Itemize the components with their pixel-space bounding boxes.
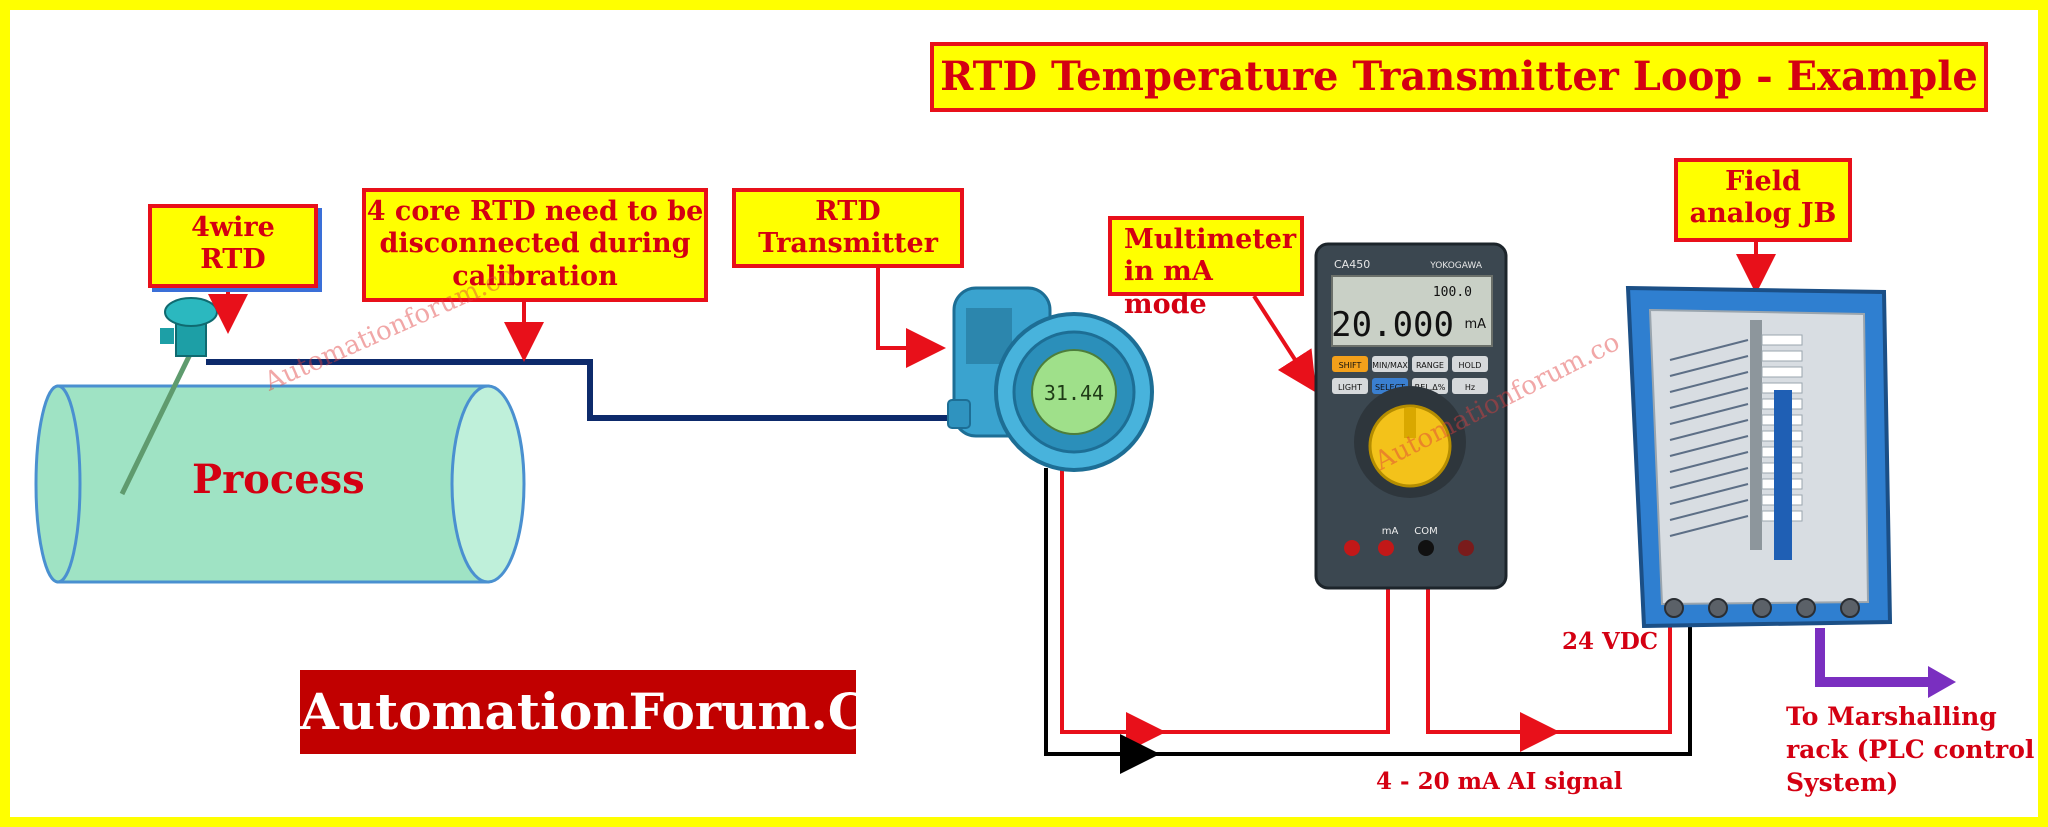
process-vessel <box>34 384 526 584</box>
jb-wire <box>1669 515 1749 537</box>
callout-transmitter-line1: RTD <box>815 196 881 227</box>
jb-wire <box>1669 451 1749 473</box>
jb-wire <box>1669 339 1749 361</box>
jb-wire <box>1669 467 1749 489</box>
jb-wire <box>1669 355 1749 377</box>
brand-banner: AutomationForum.Co <box>300 670 901 754</box>
marshalling-line2: rack (PLC control <box>1786 735 2035 764</box>
rtd-transmitter-icon: 31.44 <box>947 286 1154 472</box>
multimeter-button <box>1452 378 1488 394</box>
marshalling-line1: To Marshalling <box>1786 702 1997 731</box>
marshalling-label: To Marshalling rack (PLC control System) <box>1786 700 2034 799</box>
jb-wire <box>1669 435 1749 457</box>
callout-multimeter: Multimeter in mA mode <box>1108 216 1304 320</box>
jb-terminal <box>1761 366 1803 378</box>
junction-box-icon <box>1625 285 1893 629</box>
callout-multimeter-line2: in mA mode <box>1124 256 1213 320</box>
multimeter-button-label: REL.Δ% <box>1415 383 1446 392</box>
diagram-title: RTD Temperature Transmitter Loop - Examp… <box>930 42 1988 112</box>
callout-4wire-rtd: 4wire RTD <box>148 204 318 288</box>
jb-wire <box>1669 499 1749 521</box>
multimeter-button-label: RANGE <box>1416 361 1444 370</box>
multimeter-unit: mA <box>1464 317 1486 332</box>
callout-field-jb: Field analog JB <box>1674 158 1852 242</box>
multimeter-button-label: SELECT <box>1375 383 1405 392</box>
multimeter-reading: 20.000 <box>1331 305 1454 345</box>
multimeter-button <box>1332 378 1368 394</box>
jb-cable-gland <box>1708 598 1728 618</box>
loop-wiring: 31.44 CA450 YOKOGAWA 100.0 20.000 mA SHI… <box>34 242 1956 774</box>
plc-arrow <box>1815 628 1932 687</box>
jb-cable-gland <box>1752 598 1772 618</box>
multimeter-button <box>1332 356 1368 372</box>
supply-label: 24 VDC <box>1562 628 1659 655</box>
marshalling-line3: System) <box>1786 768 1899 797</box>
multimeter-button-label: SHIFT <box>1339 361 1362 370</box>
multimeter-button <box>1372 356 1408 372</box>
multimeter-button-label: Hz <box>1465 383 1475 392</box>
jb-wire <box>1669 419 1749 441</box>
callout-arrows <box>208 242 1776 393</box>
jb-wire <box>1669 403 1749 425</box>
jb-cable-gland <box>1840 598 1860 618</box>
callout-jb-line2: analog JB <box>1689 198 1837 230</box>
multimeter-button-label: HOLD <box>1459 361 1482 370</box>
jb-wire <box>1669 483 1749 505</box>
jb-wire <box>1669 371 1749 393</box>
callout-rtd-line2: RTD <box>200 244 266 276</box>
signal-label: 4 - 20 mA AI signal <box>1376 768 1623 795</box>
jb-cable-gland <box>1796 598 1816 618</box>
process-label: Process <box>192 456 365 503</box>
multimeter-brand: CA450 <box>1334 258 1370 271</box>
callout-jb-line1: Field <box>1725 166 1801 197</box>
callout-core-line1: 4 core RTD need to be <box>366 196 704 227</box>
transmitter-display: 31.44 <box>1044 381 1104 405</box>
callout-multimeter-line1: Multimeter <box>1124 224 1297 255</box>
loop-signal-wires <box>1044 468 1692 774</box>
multimeter-range: 100.0 <box>1433 285 1472 300</box>
jb-terminal <box>1761 334 1803 346</box>
callout-4core-rtd: 4 core RTD need to be disconnected durin… <box>362 188 708 302</box>
callout-core-line2: disconnected during <box>379 228 691 260</box>
terminal-com-label: COM <box>1414 526 1437 537</box>
multimeter-button-label: MIN/MAX <box>1372 361 1408 370</box>
callout-core-line3: calibration <box>452 260 618 292</box>
callout-rtd-transmitter: RTD Transmitter <box>732 188 964 268</box>
multimeter-button <box>1412 356 1448 372</box>
multimeter-button-label: LIGHT <box>1338 383 1362 392</box>
multimeter-icon: CA450 YOKOGAWA 100.0 20.000 mA SHIFT MIN/… <box>1314 242 1508 590</box>
jb-wire <box>1669 387 1749 409</box>
multimeter-button <box>1452 356 1488 372</box>
multimeter-maker: YOKOGAWA <box>1429 261 1483 271</box>
jb-cable-gland <box>1664 598 1684 618</box>
callout-rtd-line1: 4wire <box>191 212 275 243</box>
callout-transmitter-line2: Transmitter <box>758 228 938 260</box>
rtd-sensor-icon <box>119 297 218 496</box>
terminal-ma-label: mA <box>1382 526 1399 537</box>
jb-terminal <box>1761 350 1803 362</box>
rtd-cable <box>206 359 974 421</box>
